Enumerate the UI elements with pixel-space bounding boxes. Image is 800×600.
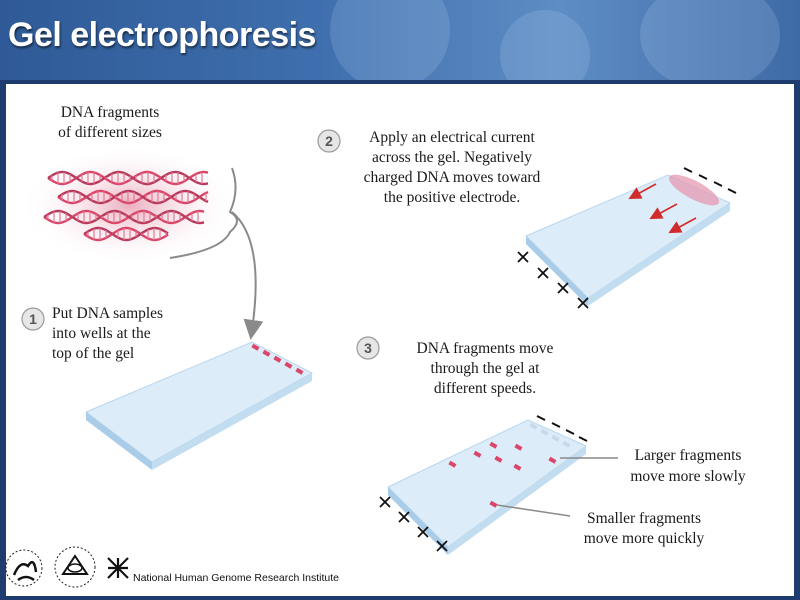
- nih-logo: [55, 547, 95, 587]
- hhs-logo: [6, 550, 42, 586]
- institute-name: National Human Genome Research Institute: [133, 572, 339, 584]
- nhgri-logo: [107, 557, 129, 579]
